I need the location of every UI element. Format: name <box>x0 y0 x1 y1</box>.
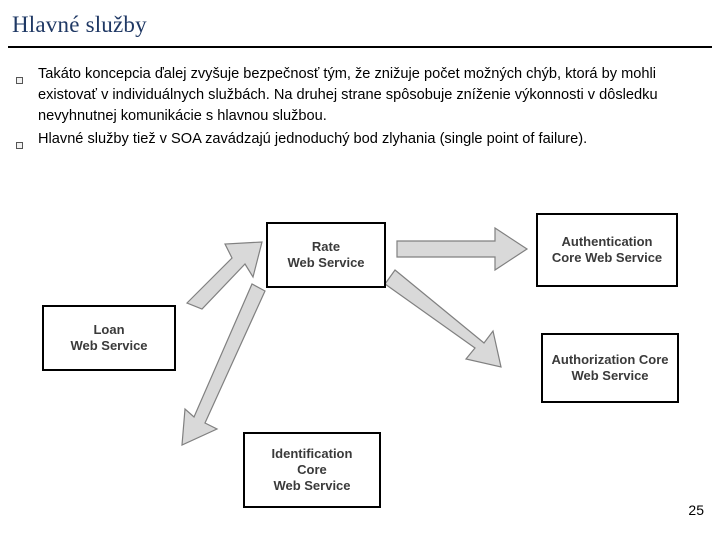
diagram-node-loan: Loan Web Service <box>42 305 176 371</box>
node-label-line: Authorization Core <box>551 352 669 367</box>
square-bullet-icon <box>16 64 38 89</box>
page-title: Hlavné služby <box>12 12 147 37</box>
node-label-line: Loan <box>93 322 125 337</box>
slide-title-box: Hlavné služby <box>8 12 712 48</box>
bullet-list: Takáto koncepcia ďalej zvyšuje bezpečnos… <box>16 64 706 156</box>
page-number: 25 <box>688 502 704 518</box>
arrow-rate-to-authentication <box>396 226 529 272</box>
diagram-node-authorization: Authorization Core Web Service <box>541 333 679 403</box>
list-item: Hlavné služby tiež v SOA zavádzajú jedno… <box>16 129 706 154</box>
square-bullet-icon <box>16 129 38 154</box>
node-label-line: Rate <box>311 239 341 254</box>
bullet-text: Takáto koncepcia ďalej zvyšuje bezpečnos… <box>38 66 658 124</box>
node-label-line: Web Service <box>70 338 148 353</box>
arrow-rate-to-authorization <box>384 269 502 368</box>
node-label-line: Web Service <box>287 255 365 270</box>
node-label-line: Authentication <box>561 234 653 249</box>
diagram-node-authentication: Authentication Core Web Service <box>536 213 678 287</box>
list-item: Takáto koncepcia ďalej zvyšuje bezpečnos… <box>16 64 706 127</box>
arrow-loan-to-rate <box>185 241 263 310</box>
node-label-line: Web Service <box>273 478 351 493</box>
node-label-line: Core <box>297 462 327 477</box>
diagram-node-identification: Identification Core Web Service <box>243 432 381 508</box>
arrow-rate-to-identification <box>181 283 266 446</box>
diagram-node-rate: Rate Web Service <box>266 222 386 288</box>
service-diagram: Rate Web Service Authentication Core Web… <box>0 195 720 515</box>
bullet-text: Hlavné služby tiež v SOA zavádzajú jedno… <box>38 131 588 147</box>
diagram-arrows <box>181 226 529 446</box>
node-label-line: Identification <box>271 446 353 461</box>
node-label-line: Core Web Service <box>551 250 663 265</box>
node-label-line: Web Service <box>571 368 649 383</box>
